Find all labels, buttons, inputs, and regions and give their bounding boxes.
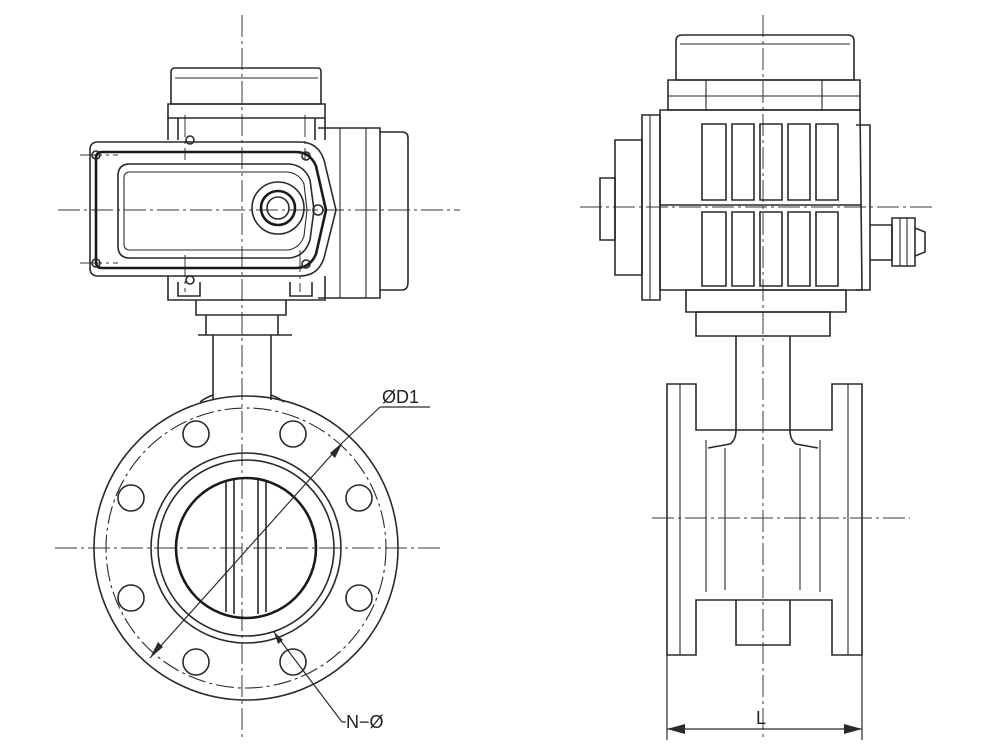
mounting-neck xyxy=(195,300,292,403)
cooling-fins xyxy=(701,123,839,287)
actuator-cap xyxy=(167,67,326,140)
actuator-housing xyxy=(89,135,337,301)
front-view: ØD1 N−Ø xyxy=(55,15,460,740)
n-phi-label: N−Ø xyxy=(346,712,384,732)
valve-body-side xyxy=(666,383,863,656)
front-centerlines xyxy=(55,15,460,740)
cable-gland xyxy=(870,217,926,267)
side-stem xyxy=(735,336,791,430)
l-label: L xyxy=(756,708,766,728)
actuator-side-block xyxy=(318,127,409,299)
bolt-holes xyxy=(117,420,373,676)
side-actuator-body xyxy=(599,109,926,337)
d1-dimension: ØD1 xyxy=(149,387,430,659)
bolt-hole-leader: N−Ø xyxy=(273,631,384,732)
l-dimension: L xyxy=(666,655,863,740)
d1-label: ØD1 xyxy=(382,387,419,407)
side-actuator-cap xyxy=(667,34,861,111)
side-view: L xyxy=(580,15,935,740)
side-centerlines xyxy=(580,15,935,740)
valve-flange-front xyxy=(93,395,399,701)
